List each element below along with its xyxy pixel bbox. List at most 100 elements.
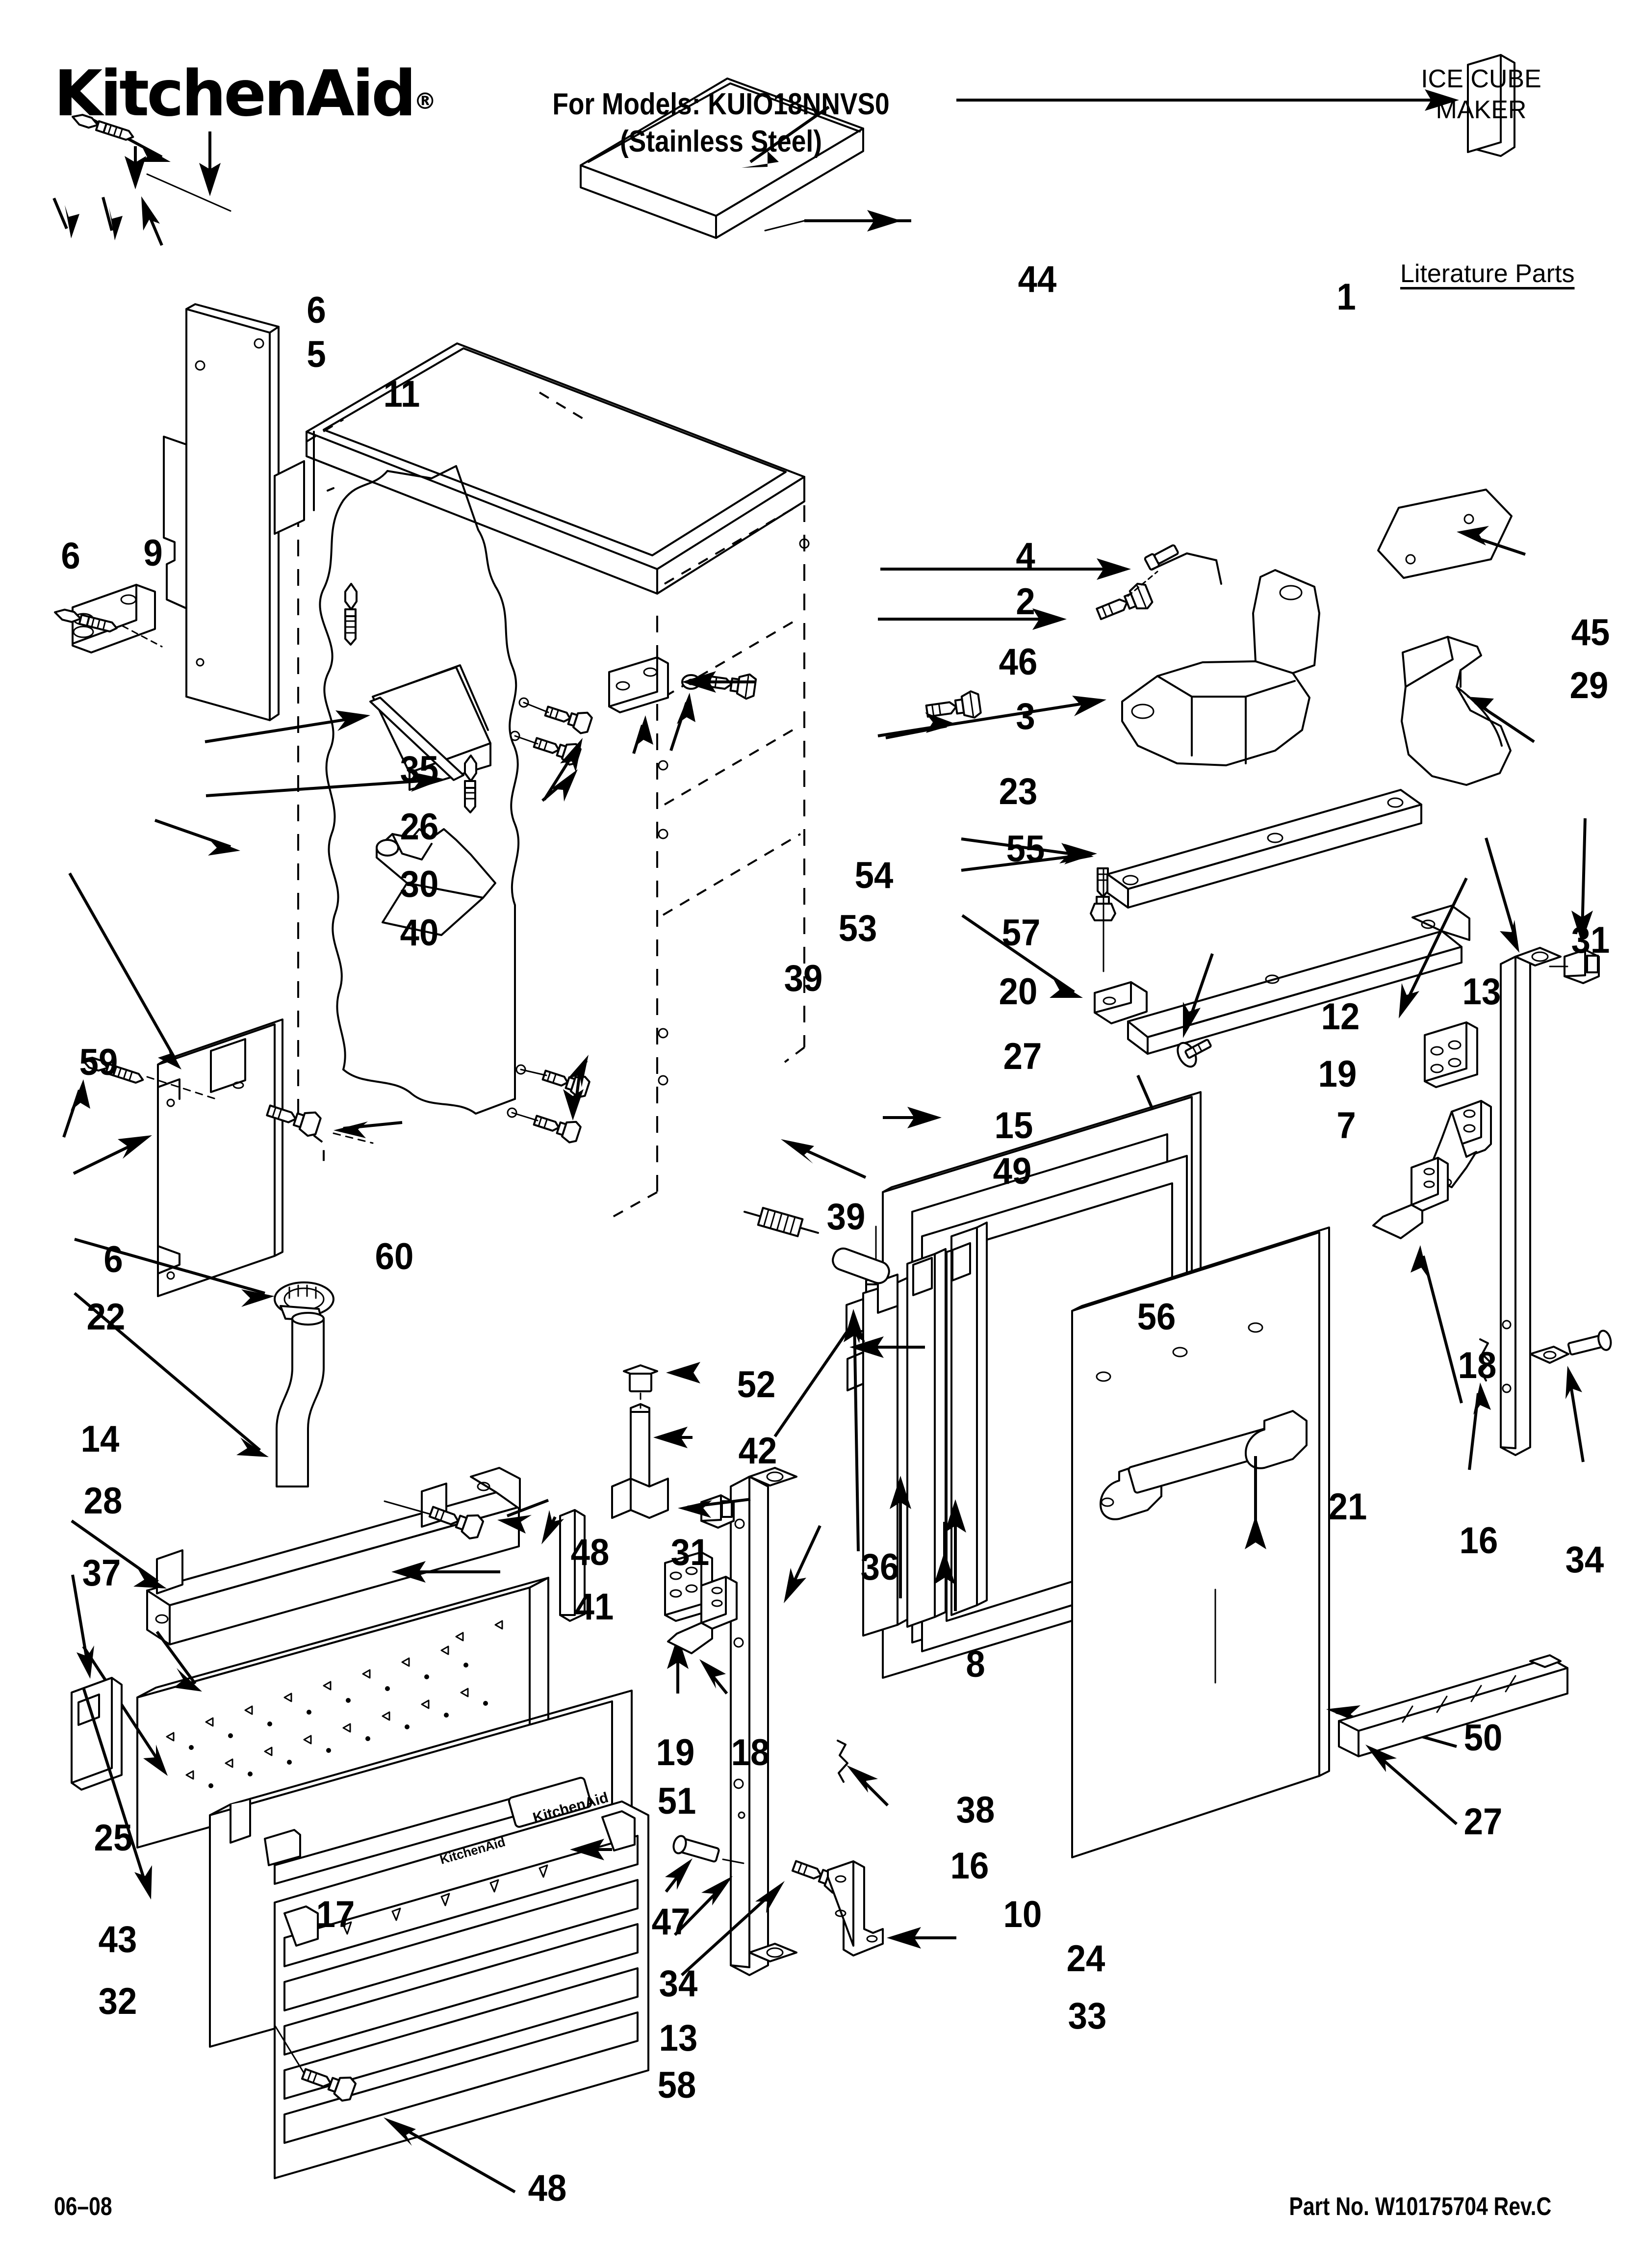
callout-number: 37 (82, 1552, 121, 1594)
callout-number: 48 (570, 1532, 610, 1573)
screw-2-part (1094, 572, 1157, 626)
callout-number: 14 (80, 1418, 120, 1460)
section-line-2: MAKER (1436, 96, 1527, 125)
leader-30 (206, 772, 444, 796)
leader-11 (125, 146, 146, 189)
callout-number: 1 (1336, 276, 1356, 318)
leader-2 (878, 608, 1067, 630)
callout-number: 19 (1318, 1053, 1357, 1095)
callout-number: 13 (659, 2017, 698, 2059)
leader-22 (74, 1135, 152, 1173)
top-panel-part (581, 78, 863, 238)
leader-40 (155, 820, 240, 856)
leader-18-right (1411, 1245, 1462, 1403)
leader-32 (83, 1688, 152, 1900)
pin-4-part (1144, 543, 1179, 571)
leader-27-upper (962, 915, 1083, 998)
door-handle-21-part (1101, 1411, 1307, 1519)
callout-number: 28 (83, 1480, 123, 1522)
leader-48-top (497, 1500, 548, 1534)
left-side-panel-part (164, 304, 279, 720)
callout-number: 18 (731, 1732, 770, 1773)
callout-number: 46 (999, 641, 1038, 683)
callout-number: 47 (651, 1901, 691, 1943)
callout-number: 16 (1459, 1520, 1498, 1562)
clip-31-center (701, 1495, 734, 1528)
callout-number: 56 (1137, 1296, 1176, 1338)
screw-23-part (925, 690, 981, 724)
leader-52 (666, 1362, 700, 1383)
leader-33 (887, 1927, 956, 1949)
screws-39-upper (511, 698, 593, 802)
foot-cap-27-part (1095, 982, 1147, 1023)
literature-parts-label: Literature Parts (1400, 260, 1575, 288)
leader-36 (784, 1526, 820, 1603)
leader-27-lower (1365, 1745, 1457, 1824)
strip-41-part (560, 1510, 585, 1621)
callout-number: 26 (400, 806, 439, 848)
callout-number: 59 (79, 1042, 118, 1083)
callout-number: 15 (994, 1105, 1033, 1147)
callout-number: 10 (1003, 1894, 1042, 1935)
leader-19-center (667, 1636, 689, 1694)
footer-date: 06–08 (54, 2192, 112, 2221)
section-heading: ICE CUBE MAKER (1383, 64, 1579, 126)
callout-number: 53 (838, 908, 877, 949)
leader-35 (141, 196, 162, 245)
leader-26 (205, 710, 370, 742)
leader-56 (849, 1336, 925, 1358)
clip-31-part (1550, 950, 1599, 983)
bracket-33-part (828, 1861, 883, 1955)
leader-1 (956, 89, 1459, 111)
callout-number: 27 (1463, 1801, 1503, 1843)
leader-16-right (1469, 1382, 1491, 1470)
leader-51 (391, 1561, 500, 1583)
callout-number: 55 (1006, 828, 1045, 870)
callout-number: 30 (400, 863, 439, 905)
plate-19-part (1425, 1022, 1477, 1087)
callout-number: 18 (1458, 1345, 1497, 1386)
leader-47 (570, 1839, 612, 1860)
leader-29 (1466, 697, 1534, 742)
screw-60-part (265, 1098, 373, 1143)
center-post-part (731, 1468, 796, 1975)
leader-20 (961, 844, 1097, 870)
lower-rail-part (1128, 906, 1469, 1054)
callout-number: 40 (400, 912, 439, 954)
leader-14 (75, 1239, 275, 1307)
leader-6-bracket (54, 198, 79, 238)
leader-4 (880, 558, 1131, 580)
cap-52-left (624, 1365, 657, 1408)
screw-6-bracket (53, 607, 162, 647)
leader-3 (878, 696, 1106, 736)
callout-number: 50 (1463, 1717, 1503, 1759)
callout-number: 6 (103, 1239, 123, 1280)
callout-number: 23 (999, 771, 1038, 812)
callout-number: 22 (86, 1296, 126, 1338)
model-line: For Models: KUIO18NNVS0 (552, 87, 890, 121)
leader-19-right (1399, 878, 1466, 1018)
callout-number: 32 (98, 1981, 137, 2022)
leader-46 (765, 210, 911, 232)
kitchenaid-logo: KitchenAid® (54, 57, 436, 130)
callout-number: 2 (1016, 581, 1035, 623)
leg-42-left (612, 1404, 668, 1518)
ice-scoop-29-part (1402, 637, 1511, 785)
leader-13-right (1486, 838, 1519, 953)
callout-number: 52 (737, 1364, 776, 1406)
leader-21 (1245, 1456, 1266, 1549)
bracket-18-center (668, 1577, 737, 1653)
drain-panel-part (158, 1019, 282, 1296)
clip-16-lower (838, 1741, 847, 1782)
leader-10 (890, 1476, 911, 1598)
dispenser-chute-3-part (1122, 553, 1319, 765)
leader-49 (781, 1139, 866, 1177)
leader-8 (934, 1522, 955, 1585)
callout-number: 6 (307, 289, 326, 331)
leader-58 (682, 1881, 785, 1975)
screw-35-part (345, 584, 357, 645)
screw-57-part (1091, 868, 1115, 971)
front-frame-flange-part (275, 432, 314, 534)
spring-36-part (742, 1203, 821, 1242)
